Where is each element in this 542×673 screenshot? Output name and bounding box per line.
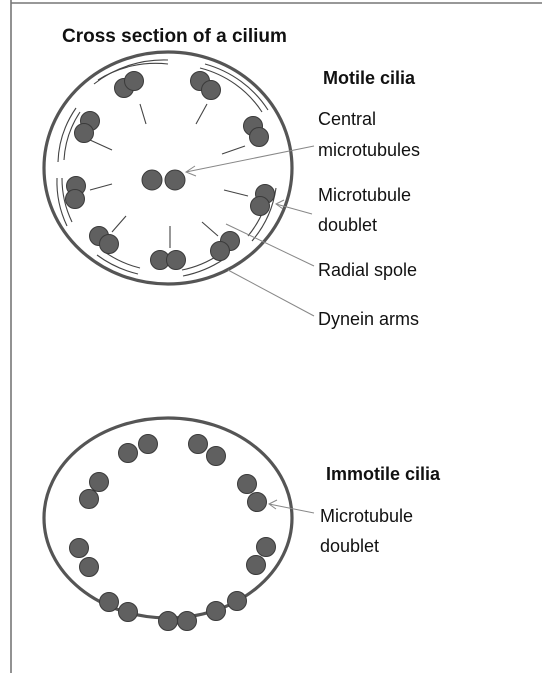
microtubule xyxy=(159,612,178,631)
microtubule xyxy=(80,490,99,509)
motile-dynein-arcs xyxy=(57,60,276,276)
label-central-line1: Central xyxy=(318,109,376,129)
microtubule xyxy=(66,190,85,209)
arrowhead-doublet xyxy=(276,200,284,209)
microtubule xyxy=(80,558,99,577)
microtubule xyxy=(139,435,158,454)
immotile-microtubule-doublets xyxy=(70,435,276,631)
label-dynein-arms: Dynein arms xyxy=(318,309,419,329)
microtubule xyxy=(125,72,144,91)
immotile-cilium: Immotile cilia Microtubule doublet xyxy=(44,418,441,631)
figure-title: Cross section of a cilium xyxy=(62,26,287,47)
microtubule xyxy=(189,435,208,454)
motile-central-microtubules xyxy=(142,170,185,190)
microtubule xyxy=(119,603,138,622)
leader-dynein-arms xyxy=(228,270,314,316)
microtubule xyxy=(207,602,226,621)
motile-cilium: Motile cilia Central microtubules Microt… xyxy=(44,52,420,329)
microtubule xyxy=(75,124,94,143)
leader-radial-spoke xyxy=(226,224,314,266)
immotile-cell-membrane xyxy=(44,418,292,618)
microtubule xyxy=(247,556,266,575)
microtubule xyxy=(70,539,89,558)
microtubule xyxy=(211,242,230,261)
leader-central-microtubules xyxy=(186,146,314,172)
label-immotile-doublet-line2: doublet xyxy=(320,536,379,556)
microtubule xyxy=(100,593,119,612)
label-radial-spoke: Radial spole xyxy=(318,260,417,280)
microtubule xyxy=(228,592,247,611)
microtubule xyxy=(100,235,119,254)
central-microtubule xyxy=(142,170,162,190)
immotile-heading: Immotile cilia xyxy=(326,464,441,484)
central-microtubule xyxy=(165,170,185,190)
label-central-line2: microtubules xyxy=(318,140,420,160)
microtubule xyxy=(248,493,267,512)
microtubule xyxy=(167,251,186,270)
microtubule xyxy=(251,197,270,216)
microtubule xyxy=(119,444,138,463)
microtubule xyxy=(202,81,221,100)
microtubule xyxy=(238,475,257,494)
motile-cell-membrane xyxy=(44,52,292,284)
microtubule xyxy=(250,128,269,147)
label-immotile-doublet-line1: Microtubule xyxy=(320,506,413,526)
microtubule xyxy=(257,538,276,557)
microtubule xyxy=(178,612,197,631)
label-doublet-line1: Microtubule xyxy=(318,185,411,205)
motile-heading: Motile cilia xyxy=(323,68,416,88)
microtubule xyxy=(90,473,109,492)
microtubule xyxy=(207,447,226,466)
motile-leader-lines xyxy=(186,146,314,316)
label-doublet-line2: doublet xyxy=(318,215,377,235)
